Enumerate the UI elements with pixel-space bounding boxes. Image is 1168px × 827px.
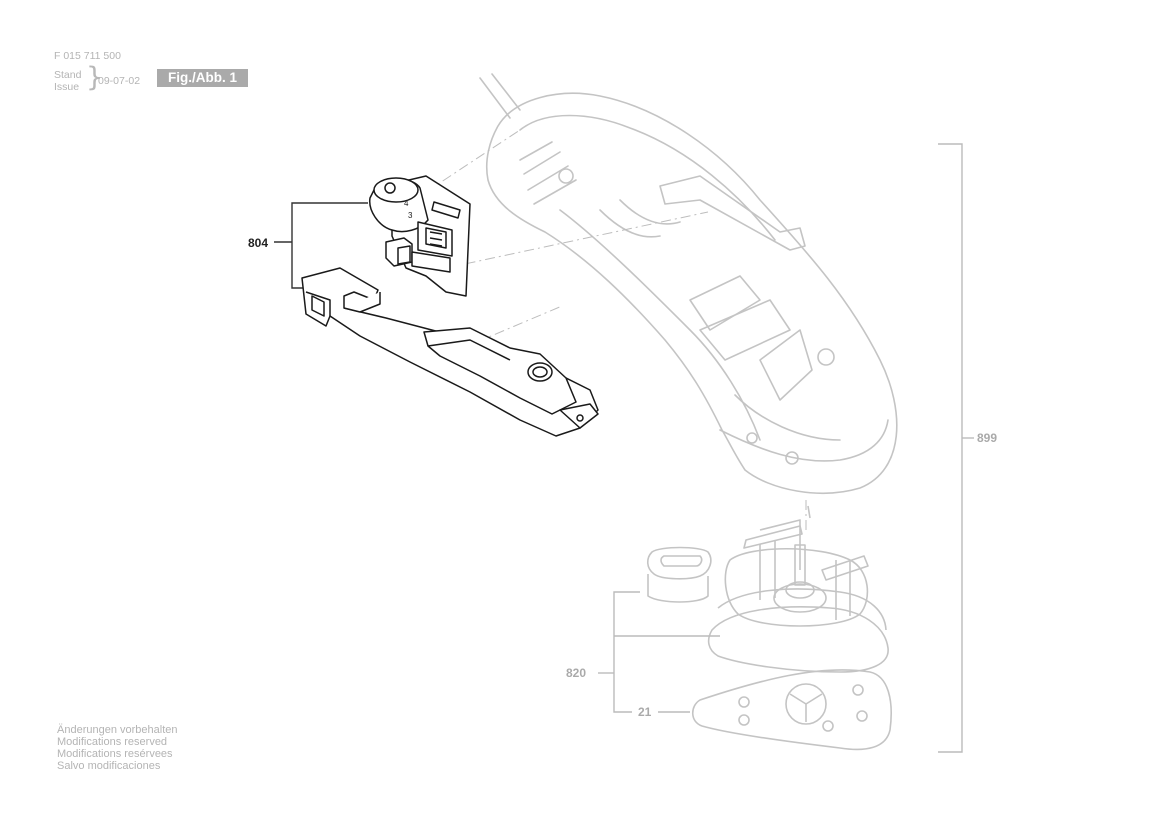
sander-housing bbox=[479, 73, 898, 494]
issue-date: 09-07-02 bbox=[98, 75, 141, 87]
note-german: Änderungen vorbehalten bbox=[57, 724, 178, 736]
issue-label: Issue bbox=[54, 81, 80, 93]
electronics-module: 4 3 bbox=[369, 175, 471, 297]
document-number: F 015 711 500 bbox=[54, 50, 121, 62]
callout-804: 804 bbox=[248, 236, 269, 250]
note-french: Modifications resérvees bbox=[57, 748, 173, 760]
svg-text:4: 4 bbox=[404, 199, 409, 208]
note-english: Modifications reserved bbox=[57, 736, 168, 748]
stand-label: Stand bbox=[54, 69, 82, 81]
base-assembly bbox=[646, 505, 892, 751]
note-spanish: Salvo modificaciones bbox=[57, 760, 161, 772]
switch-rail bbox=[301, 267, 599, 437]
brace-glyph: } bbox=[86, 62, 104, 93]
bracket-lines bbox=[274, 143, 974, 753]
svg-text:3: 3 bbox=[408, 211, 413, 220]
callout-899: 899 bbox=[977, 431, 998, 445]
modification-notes: Änderungen vorbehalten Modifications res… bbox=[57, 724, 177, 772]
assembly-guide-lines bbox=[425, 129, 807, 530]
figure-badge: Fig./Abb. 1 bbox=[157, 69, 248, 87]
callout-21: 21 bbox=[638, 705, 652, 719]
callout-820: 820 bbox=[566, 666, 587, 680]
